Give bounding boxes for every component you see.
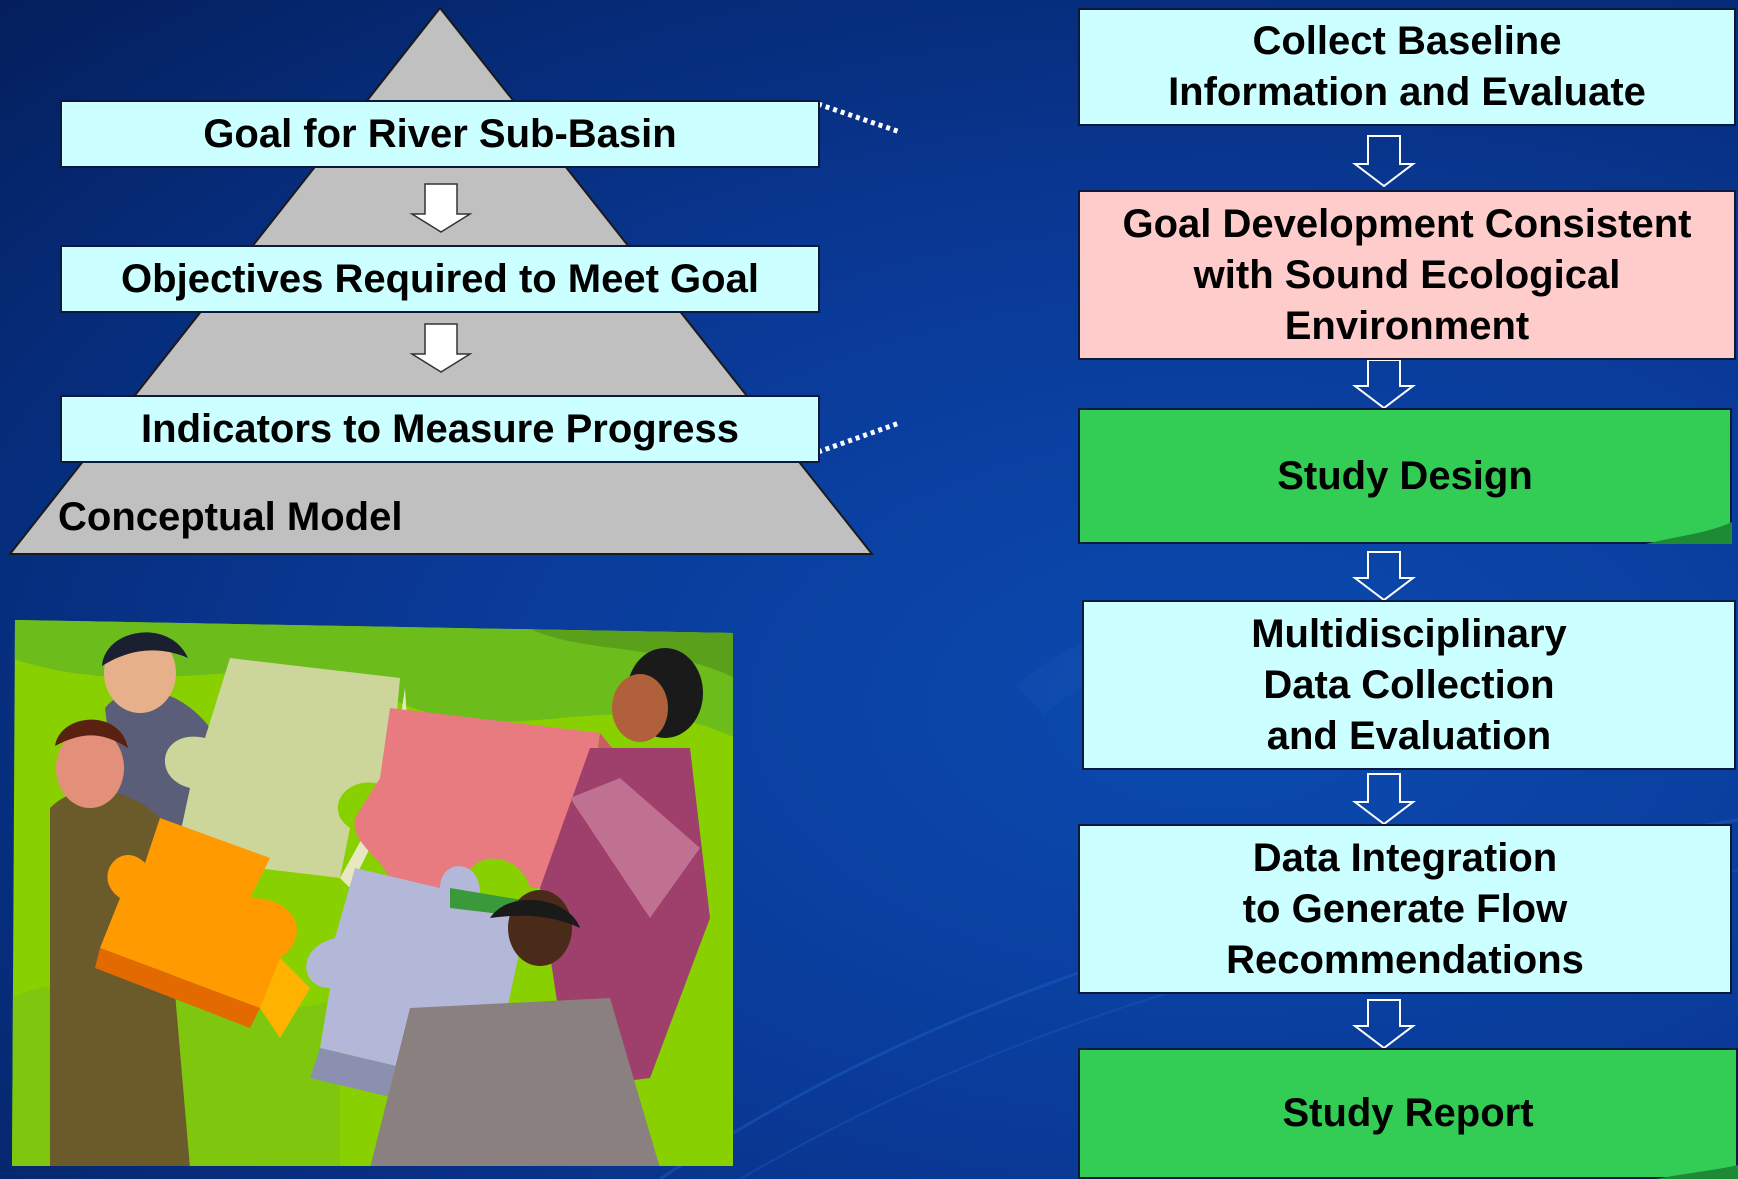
flow-step-collect-baseline-label: Collect Baseline Information and Evaluat… [1168,19,1646,114]
pyramid-objectives-label: Objectives Required to Meet Goal [121,256,759,301]
down-arrow-icon [409,183,473,233]
page-curl-icon [1646,522,1732,544]
flow-step-goal-development: Goal Development Consistent with Sound E… [1078,190,1736,360]
flow-step-data-collection: Multidisciplinary Data Collection and Ev… [1082,600,1736,770]
down-arrow-icon [1352,359,1416,410]
pyramid-objectives-box: Objectives Required to Meet Goal [60,245,820,313]
flow-step-study-design: Study Design [1078,408,1732,544]
flow-step-study-report-label: Study Report [1282,1091,1534,1135]
connector-dotted-bottom [817,420,900,455]
down-arrow-icon [1352,773,1416,826]
down-arrow-icon [1352,551,1416,602]
down-arrow-icon [1352,135,1416,188]
conceptual-model-label: Conceptual Model [58,495,403,539]
pyramid-indicators-box: Indicators to Measure Progress [60,395,820,463]
flow-step-data-collection-label: Multidisciplinary Data Collection and Ev… [1251,611,1567,758]
connector-dotted-top [817,101,900,135]
flow-arrows [1352,135,1416,1050]
flow-step-data-integration: Data Integration to Generate Flow Recomm… [1078,824,1732,994]
down-arrow-icon [409,323,473,373]
flow-step-goal-development-label: Goal Development Consistent with Sound E… [1122,201,1692,348]
pyramid-indicators-label: Indicators to Measure Progress [141,406,739,451]
pyramid-goal-label: Goal for River Sub-Basin [203,111,677,156]
flow-step-data-integration-label: Data Integration to Generate Flow Recomm… [1226,835,1584,982]
flow-step-study-design-label: Study Design [1277,453,1533,498]
pyramid-goal-box: Goal for River Sub-Basin [60,100,820,168]
flow-step-collect-baseline: Collect Baseline Information and Evaluat… [1078,8,1736,126]
page-curl-icon [1656,1165,1738,1179]
puzzle-teamwork-illustration [12,620,733,1166]
flow-step-study-report: Study Report [1078,1048,1738,1179]
down-arrow-icon [1352,999,1416,1050]
